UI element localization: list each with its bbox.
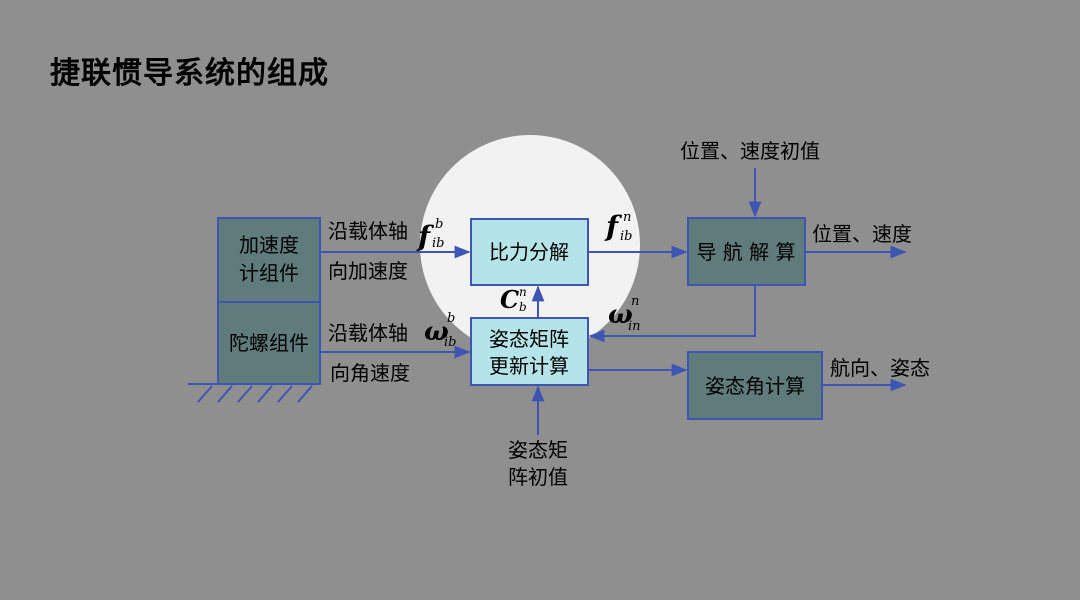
output-heading-att-label: 航向、姿态 <box>830 356 930 380</box>
svg-text:ib: ib <box>620 229 632 244</box>
svg-text:b: b <box>447 311 455 326</box>
slide-title: 捷联惯导系统的组成 <box>50 56 329 91</box>
svg-text:n: n <box>631 294 639 309</box>
svg-text:n: n <box>623 210 631 225</box>
accel-output-label-line1: 沿载体轴 <box>328 219 408 243</box>
svg-text:ib: ib <box>444 335 456 350</box>
accelerometer-label-line1: 加速度 <box>239 233 299 257</box>
ground-hatch-icon <box>188 383 320 403</box>
attitude-calc-box <box>687 351 823 420</box>
gyro-output-label-line1: 沿载体轴 <box>328 321 408 345</box>
gyro-box <box>217 301 321 385</box>
svg-text:ω: ω <box>424 317 449 347</box>
nav-solve-box <box>687 217 806 286</box>
gyro-output-label-line2: 向角速度 <box>330 361 410 385</box>
svg-text:b: b <box>519 300 527 314</box>
svg-text:ib: ib <box>432 236 444 251</box>
accelerometer-label-line2: 计组件 <box>239 261 299 285</box>
attitude-update-label-line2: 更新计算 <box>489 354 569 378</box>
arrow-nav-feedback <box>588 285 756 343</box>
init-att-label-line2: 阵初值 <box>508 465 568 489</box>
nav-solve-label: 导 航 解 算 <box>696 240 795 264</box>
force-decomp-label: 比力分解 <box>489 240 569 264</box>
accelerometer-box <box>217 217 321 303</box>
svg-text:b: b <box>435 217 443 232</box>
accel-output-label-line2: 向加速度 <box>328 259 408 283</box>
svg-text:n: n <box>519 285 527 299</box>
init-pos-vel-label: 位置、速度初值 <box>680 139 820 163</box>
output-pos-vel-label: 位置、速度 <box>812 222 912 246</box>
svg-text:in: in <box>628 319 641 334</box>
init-att-label-line1: 姿态矩 <box>508 438 568 462</box>
symbol-c-b-n: C n b <box>500 285 527 314</box>
symbol-omega-in-n: ω n in <box>608 294 641 334</box>
attitude-update-box <box>470 317 589 386</box>
gyro-label: 陀螺组件 <box>229 331 309 355</box>
svg-text:ω: ω <box>608 300 633 330</box>
attitude-calc-label: 姿态角计算 <box>705 374 805 398</box>
attitude-update-label-line1: 姿态矩阵 <box>489 327 569 351</box>
svg-text:C: C <box>500 285 519 314</box>
symbol-omega-ib-b: ω b ib <box>424 311 456 350</box>
